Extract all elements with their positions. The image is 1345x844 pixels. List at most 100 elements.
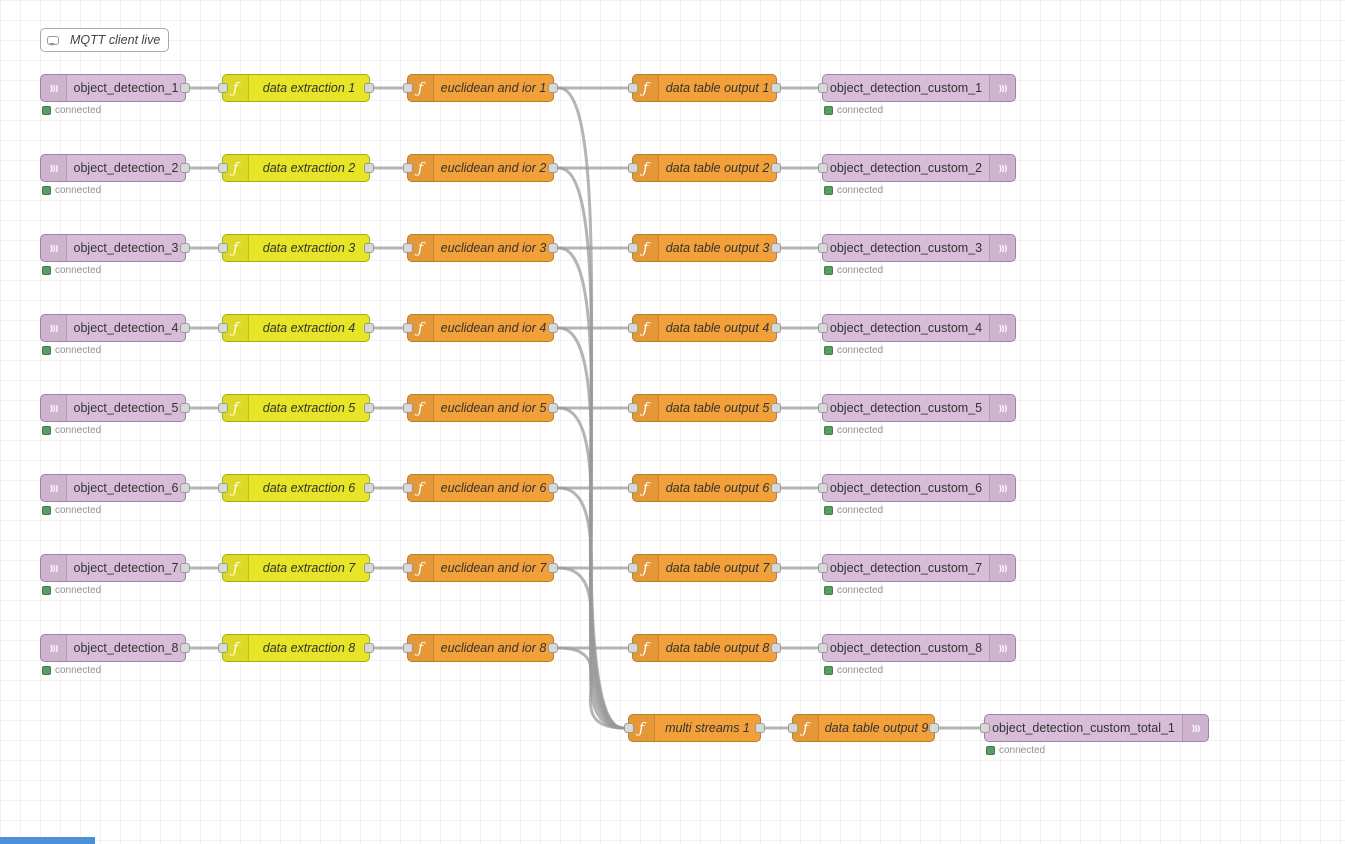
output-port[interactable] bbox=[364, 563, 374, 573]
input-port[interactable] bbox=[628, 243, 638, 253]
node-od3[interactable]: )))object_detection_3 bbox=[40, 234, 190, 262]
output-port[interactable] bbox=[180, 403, 190, 413]
output-port[interactable] bbox=[364, 323, 374, 333]
output-port[interactable] bbox=[771, 643, 781, 653]
output-port[interactable] bbox=[364, 163, 374, 173]
input-port[interactable] bbox=[818, 83, 828, 93]
input-port[interactable] bbox=[218, 563, 228, 573]
node-od7[interactable]: )))object_detection_7 bbox=[40, 554, 190, 582]
output-port[interactable] bbox=[548, 83, 558, 93]
input-port[interactable] bbox=[403, 323, 413, 333]
output-port[interactable] bbox=[929, 723, 939, 733]
output-port[interactable] bbox=[180, 83, 190, 93]
output-port[interactable] bbox=[548, 563, 558, 573]
input-port[interactable] bbox=[628, 403, 638, 413]
output-port[interactable] bbox=[180, 243, 190, 253]
output-port[interactable] bbox=[771, 83, 781, 93]
input-port[interactable] bbox=[403, 243, 413, 253]
input-port[interactable] bbox=[403, 163, 413, 173]
node-oc7[interactable]: object_detection_custom_7))) bbox=[818, 554, 1016, 582]
output-port[interactable] bbox=[180, 483, 190, 493]
node-od1[interactable]: )))object_detection_1 bbox=[40, 74, 190, 102]
node-od6[interactable]: )))object_detection_6 bbox=[40, 474, 190, 502]
node-oc5[interactable]: object_detection_custom_5))) bbox=[818, 394, 1016, 422]
input-port[interactable] bbox=[403, 563, 413, 573]
output-port[interactable] bbox=[548, 243, 558, 253]
output-port[interactable] bbox=[180, 643, 190, 653]
output-port[interactable] bbox=[771, 323, 781, 333]
input-port[interactable] bbox=[788, 723, 798, 733]
output-port[interactable] bbox=[548, 403, 558, 413]
node-od5[interactable]: )))object_detection_5 bbox=[40, 394, 190, 422]
input-port[interactable] bbox=[628, 643, 638, 653]
input-port[interactable] bbox=[218, 83, 228, 93]
input-port[interactable] bbox=[628, 163, 638, 173]
input-port[interactable] bbox=[403, 483, 413, 493]
node-comment1[interactable]: MQTT client live bbox=[40, 28, 169, 52]
output-port[interactable] bbox=[548, 163, 558, 173]
h-scrollbar-thumb[interactable] bbox=[0, 837, 95, 844]
output-port[interactable] bbox=[548, 643, 558, 653]
input-port[interactable] bbox=[818, 243, 828, 253]
output-port[interactable] bbox=[180, 563, 190, 573]
input-port[interactable] bbox=[628, 563, 638, 573]
output-port[interactable] bbox=[771, 403, 781, 413]
input-port[interactable] bbox=[218, 163, 228, 173]
output-port[interactable] bbox=[180, 163, 190, 173]
output-port[interactable] bbox=[364, 83, 374, 93]
output-port[interactable] bbox=[364, 403, 374, 413]
input-port[interactable] bbox=[628, 83, 638, 93]
input-port[interactable] bbox=[980, 723, 990, 733]
node-od8[interactable]: )))object_detection_8 bbox=[40, 634, 190, 662]
input-port[interactable] bbox=[403, 643, 413, 653]
input-port[interactable] bbox=[218, 643, 228, 653]
node-oc3[interactable]: object_detection_custom_3))) bbox=[818, 234, 1016, 262]
input-port[interactable] bbox=[218, 243, 228, 253]
input-port[interactable] bbox=[624, 723, 634, 733]
node-oc1[interactable]: object_detection_custom_1))) bbox=[818, 74, 1016, 102]
input-port[interactable] bbox=[403, 403, 413, 413]
input-port[interactable] bbox=[818, 483, 828, 493]
output-port[interactable] bbox=[771, 563, 781, 573]
input-port[interactable] bbox=[218, 403, 228, 413]
input-port[interactable] bbox=[628, 323, 638, 333]
input-port[interactable] bbox=[403, 83, 413, 93]
output-port[interactable] bbox=[755, 723, 765, 733]
output-port[interactable] bbox=[548, 323, 558, 333]
node-oc2[interactable]: object_detection_custom_2))) bbox=[818, 154, 1016, 182]
wire-eu8-ms1[interactable] bbox=[557, 646, 625, 730]
input-port[interactable] bbox=[628, 483, 638, 493]
input-port[interactable] bbox=[818, 403, 828, 413]
input-port[interactable] bbox=[818, 643, 828, 653]
output-port[interactable] bbox=[364, 483, 374, 493]
node-od4[interactable]: )))object_detection_4 bbox=[40, 314, 190, 342]
input-port[interactable] bbox=[218, 483, 228, 493]
node-oc4[interactable]: object_detection_custom_4))) bbox=[818, 314, 1016, 342]
input-port[interactable] bbox=[818, 563, 828, 573]
input-port[interactable] bbox=[818, 163, 828, 173]
output-port[interactable] bbox=[364, 243, 374, 253]
output-port[interactable] bbox=[771, 163, 781, 173]
node-oc6[interactable]: object_detection_custom_6))) bbox=[818, 474, 1016, 502]
